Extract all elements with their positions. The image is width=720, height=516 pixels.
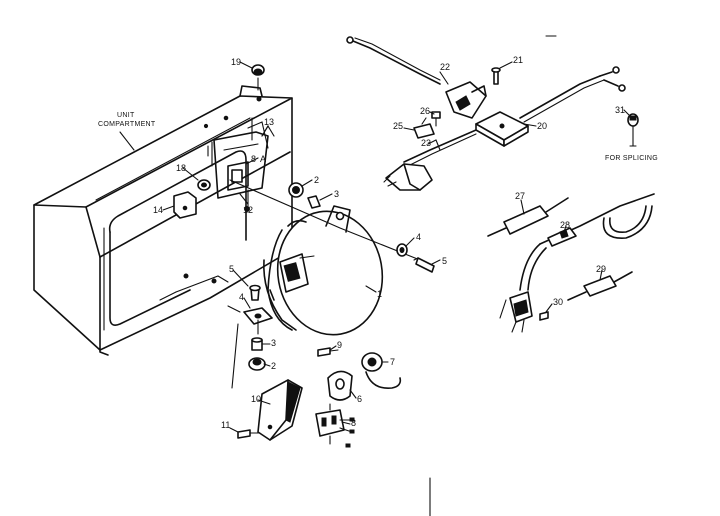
callout-19: 19 — [231, 57, 241, 67]
part-1-motor-drum — [263, 205, 384, 336]
callout-27: 27 — [515, 191, 525, 201]
axis-line-upper — [229, 179, 421, 261]
part-4-washer-right — [396, 243, 408, 257]
callout-2-upper: 2 — [314, 175, 319, 185]
callout-8-small: 8 — [251, 154, 256, 164]
callout-labels: 1 2 2 3 3 4 4 5 5 6 7 8 9 10 11 12 13 14… — [153, 55, 625, 430]
wiring-harness — [346, 36, 626, 191]
callout-10: 10 — [251, 394, 261, 404]
callout-3-upper: 3 — [334, 189, 339, 199]
part-14-block — [173, 191, 197, 219]
unit-compartment-label-line2: COMPARTMENT — [98, 121, 156, 128]
part-11-screw — [237, 429, 261, 439]
callout-4-lower: 4 — [239, 292, 244, 302]
callout-7: 7 — [390, 357, 395, 367]
part-19-nut — [251, 64, 265, 91]
callout-3-lower: 3 — [271, 338, 276, 348]
part-6-clip — [327, 370, 353, 401]
part-2-bushing-lower — [248, 357, 266, 371]
callout-14: 14 — [153, 205, 163, 215]
callout-11: 11 — [221, 420, 230, 430]
callout-9: 9 — [337, 340, 342, 350]
callout-8: 8 — [351, 418, 356, 428]
part-27-lead — [487, 197, 569, 237]
callout-a-small: A — [260, 154, 266, 164]
callout-20: 20 — [537, 121, 547, 131]
unit-compartment-label-line1: UNIT — [117, 112, 135, 119]
callout-26: 26 — [420, 106, 430, 116]
callout-13: 13 — [264, 117, 274, 127]
callout-leaders — [162, 61, 631, 433]
part-18-grommet — [197, 179, 211, 191]
unit-compartment-leader — [119, 131, 135, 151]
callout-25: 25 — [393, 121, 403, 131]
callout-5-right: 5 — [442, 256, 447, 266]
leader-lower-stack — [227, 305, 241, 313]
callout-28: 28 — [560, 220, 570, 230]
callout-4-right: 4 — [416, 232, 421, 242]
part-4-bracket-lower — [243, 307, 273, 335]
callout-22: 22 — [440, 62, 450, 72]
callout-18: 18 — [176, 163, 186, 173]
callout-5-lower: 5 — [229, 264, 234, 274]
switch-bracket — [211, 124, 275, 212]
callout-1: 1 — [377, 289, 382, 299]
for-splicing-label: FOR SPLICING — [605, 155, 658, 162]
part-2-upper-bushing — [288, 182, 304, 198]
part-28-lead-assembly — [499, 193, 655, 333]
callout-29: 29 — [596, 264, 606, 274]
part-30-screw — [539, 311, 549, 321]
part-5-screw-right — [413, 257, 435, 273]
part-5-screw-lower — [249, 284, 261, 301]
callout-23: 23 — [421, 138, 431, 148]
callout-21: 21 — [513, 55, 523, 65]
part-10-switch-cover — [257, 379, 303, 441]
part-31-splice-connector — [627, 113, 639, 147]
part-3-spacer-lower — [251, 337, 263, 351]
callout-12: 12 — [243, 205, 253, 215]
axis-line-lower — [231, 323, 239, 389]
callout-2-lower: 2 — [271, 361, 276, 371]
part-29-lead — [567, 271, 633, 301]
part-3-upper-spacer — [307, 195, 321, 209]
callout-6: 6 — [357, 394, 362, 404]
part-9-screw — [317, 347, 339, 357]
callout-31: 31 — [615, 105, 625, 115]
part-8-terminal-block — [315, 403, 355, 448]
callout-30: 30 — [553, 297, 563, 307]
